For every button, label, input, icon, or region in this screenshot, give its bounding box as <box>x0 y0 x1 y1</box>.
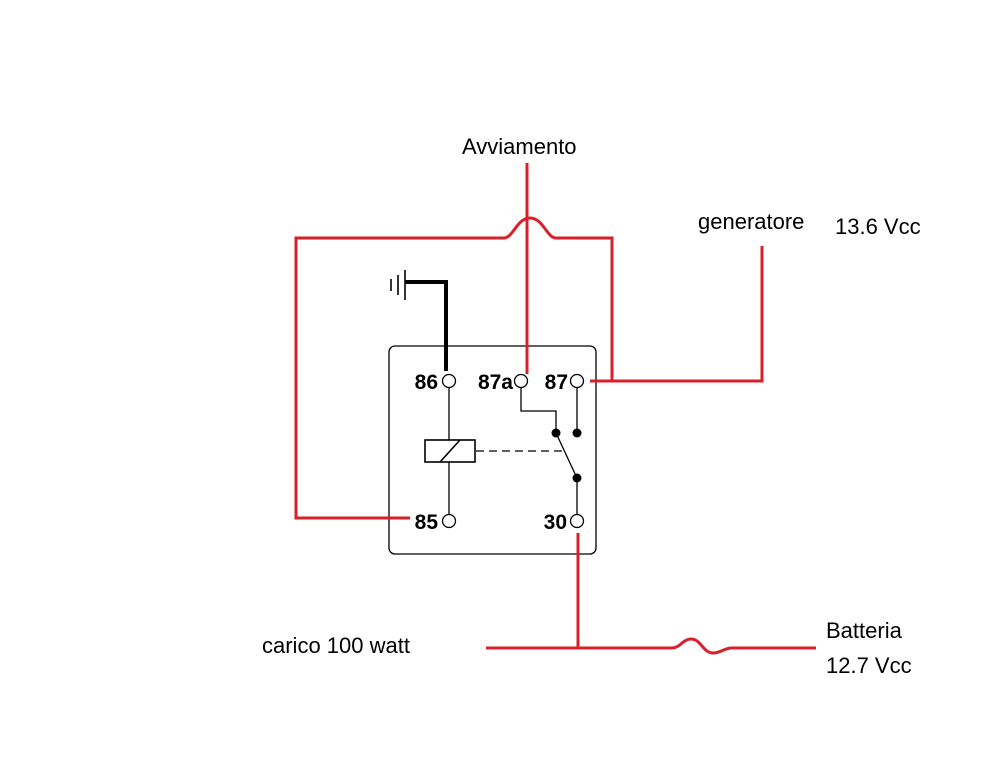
label-batteria-voltage: 12.7 Vcc <box>826 653 912 678</box>
terminal-86 <box>441 373 457 389</box>
wire-85-to-87-loop <box>294 216 614 520</box>
label-carico: carico 100 watt <box>262 633 410 658</box>
terminal-87 <box>569 373 585 389</box>
ground-wire <box>405 280 448 371</box>
label-generatore: generatore <box>698 209 804 234</box>
wire-87-to-generatore <box>590 246 764 383</box>
label-batteria: Batteria <box>826 618 903 643</box>
relay-internals <box>448 388 578 514</box>
relay-switch-icon <box>551 428 582 483</box>
terminal-85 <box>441 513 457 529</box>
terminal-30 <box>569 513 585 529</box>
pin-label-87a: 87a <box>478 371 513 394</box>
pin-label-85: 85 <box>415 511 439 534</box>
pin-label-86: 86 <box>415 371 438 394</box>
label-avviamento: Avviamento <box>462 134 577 159</box>
relay-housing <box>388 345 597 555</box>
pin-label-87: 87 <box>545 371 568 394</box>
pin-label-30: 30 <box>544 511 567 534</box>
pin-terminals <box>441 373 585 529</box>
wire-carico-to-batteria <box>486 637 816 655</box>
terminal-87a <box>513 373 529 389</box>
ground-icon <box>390 270 406 300</box>
relay-coil-icon <box>424 439 476 463</box>
label-generatore-voltage: 13.6 Vcc <box>835 214 921 239</box>
external-wiring <box>294 163 816 655</box>
